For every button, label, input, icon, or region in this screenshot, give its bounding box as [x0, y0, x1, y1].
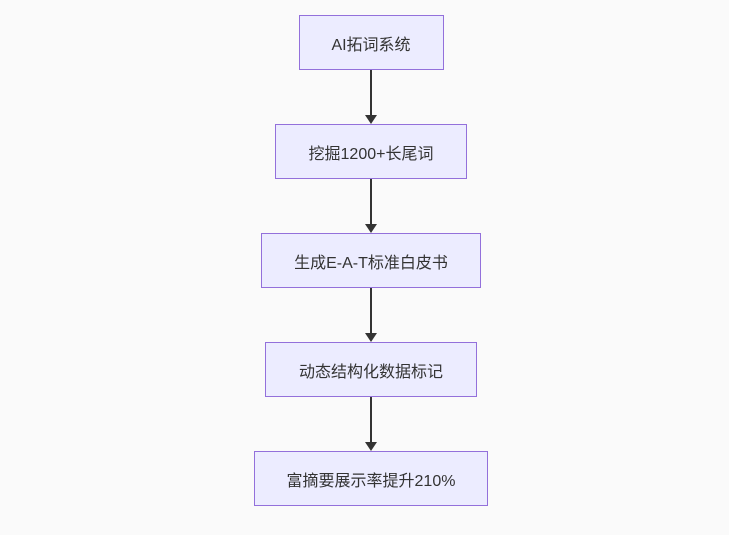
arrowhead-down-icon [365, 115, 377, 124]
flowchart-node-eat-whitepaper: 生成E-A-T标准白皮书 [261, 233, 481, 288]
arrow-down-1 [365, 70, 377, 124]
arrow-shaft [370, 179, 372, 224]
flowchart-node-ai-keyword-system: AI拓词系统 [298, 15, 444, 70]
flowchart-column: AI拓词系统 挖掘1200+长尾词 生成E-A-T标准白皮书 动态结构化数据标记… [254, 15, 488, 506]
arrowhead-down-icon [365, 333, 377, 342]
flowchart-node-structured-data: 动态结构化数据标记 [265, 342, 477, 397]
arrowhead-down-icon [365, 224, 377, 233]
flowchart-node-rich-snippet-rate: 富摘要展示率提升210% [254, 451, 488, 506]
arrow-shaft [370, 397, 372, 442]
arrow-shaft [370, 288, 372, 333]
flowchart-node-longtail-keywords: 挖掘1200+长尾词 [275, 124, 467, 179]
arrow-shaft [370, 70, 372, 115]
arrow-down-2 [365, 179, 377, 233]
arrow-down-3 [365, 288, 377, 342]
arrowhead-down-icon [365, 442, 377, 451]
arrow-down-4 [365, 397, 377, 451]
